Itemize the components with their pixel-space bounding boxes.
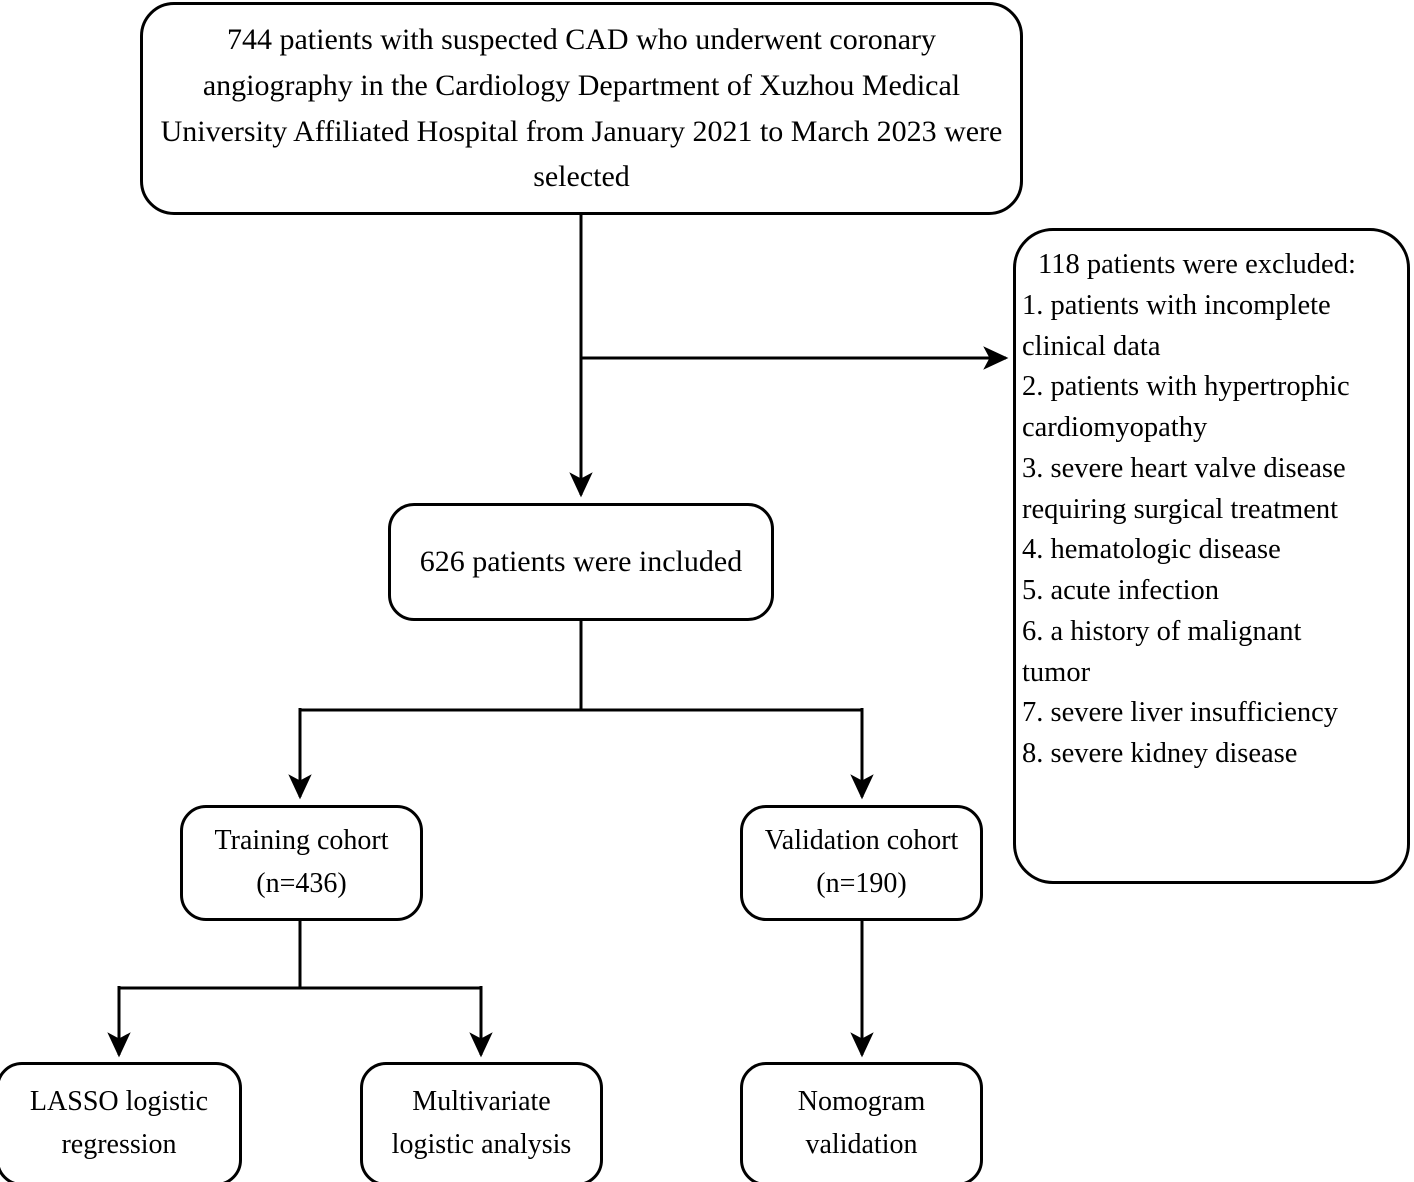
node-multivariate-label: Multivariate logistic analysis — [373, 1081, 590, 1166]
excluded-item: requiring surgical treatment — [1022, 493, 1339, 525]
excluded-item: clinical data — [1022, 330, 1161, 362]
node-training-cohort[interactable]: Training cohort (n=436) — [180, 805, 423, 921]
excluded-item: cardiomyopathy — [1022, 412, 1208, 443]
excluded-item: 4. hematologic disease — [1022, 534, 1281, 566]
node-validation-line1: Validation cohort — [764, 825, 959, 857]
node-nomogram-line2: validation — [805, 1129, 918, 1160]
node-nomogram-validation[interactable]: Nomogram validation — [740, 1062, 983, 1182]
excluded-item: 3. severe heart valve disease — [1022, 452, 1346, 484]
excluded-title: 118 patients were excluded: — [1038, 249, 1356, 280]
node-training-line2: (n=436) — [256, 868, 347, 899]
node-lasso-label: LASSO logistic regression — [9, 1081, 229, 1166]
node-included-label: 626 patients were included — [419, 545, 743, 579]
excluded-item: 6. a history of malignant — [1022, 615, 1302, 647]
excluded-item: 2. patients with hypertrophic — [1022, 371, 1350, 403]
excluded-item: 1. patients with incomplete — [1022, 289, 1331, 321]
edge-included-to-cohorts — [288, 621, 874, 800]
node-excluded-patients[interactable]: 118 patients were excluded: 1. patients … — [1013, 228, 1410, 884]
node-validation-line2: (n=190) — [816, 868, 907, 899]
node-validation-label: Validation cohort (n=190) — [753, 820, 970, 905]
node-lasso-line1: LASSO logistic — [29, 1086, 209, 1118]
node-enrolled-label: 744 patients with suspected CAD who unde… — [160, 23, 1003, 194]
node-included-patients[interactable]: 626 patients were included — [388, 503, 774, 621]
node-training-line1: Training cohort — [214, 825, 389, 857]
excluded-item: tumor — [1022, 656, 1091, 688]
excluded-item: 8. severe kidney disease — [1022, 738, 1298, 769]
excluded-item: 5. acute infection — [1022, 575, 1220, 606]
edge-training-to-analyses — [107, 921, 493, 1058]
node-nomogram-label: Nomogram validation — [753, 1081, 970, 1166]
node-lasso-line2: regression — [61, 1129, 177, 1160]
node-multivariate-line1: Multivariate — [412, 1086, 551, 1118]
node-enrolled-patients[interactable]: 744 patients with suspected CAD who unde… — [140, 2, 1023, 215]
node-nomogram-line1: Nomogram — [797, 1086, 926, 1118]
node-lasso-logistic-regression[interactable]: LASSO logistic regression — [0, 1062, 242, 1182]
node-multivariate-line2: logistic analysis — [391, 1129, 572, 1160]
excluded-item: 7. severe liver insufficiency — [1022, 697, 1339, 729]
node-multivariate-logistic-analysis[interactable]: Multivariate logistic analysis — [360, 1062, 603, 1182]
node-training-label: Training cohort (n=436) — [193, 820, 410, 905]
node-validation-cohort[interactable]: Validation cohort (n=190) — [740, 805, 983, 921]
